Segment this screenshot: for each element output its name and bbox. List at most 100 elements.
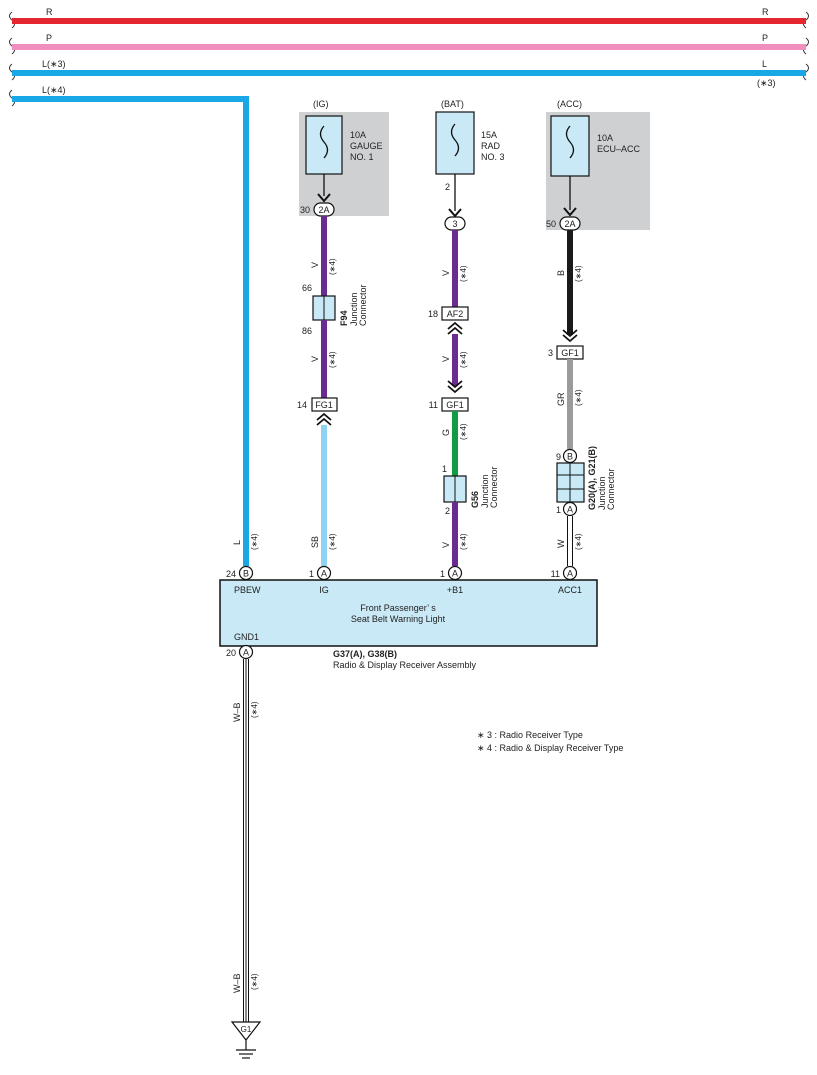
wire-code-gr: GR: [556, 392, 566, 406]
pin-a: [238, 644, 254, 660]
legend-line-1: ∗ 3 : Radio Receiver Type: [477, 730, 583, 740]
connector-chevron-icon: [447, 321, 463, 335]
wire-code-w: W: [556, 539, 566, 548]
wire-code-v: V: [441, 270, 451, 276]
conn-af2: [441, 306, 469, 321]
bus-p-left-label: P: [46, 33, 52, 43]
fuse-ig-name2: NO. 1: [350, 152, 374, 162]
pin-a: [562, 501, 578, 517]
wire-code-v: V: [310, 262, 320, 268]
conn-gf1-pin: 3: [548, 348, 553, 358]
bus-l4-left-label: L(∗4): [42, 85, 66, 95]
fuse-acc-amp: 10A: [597, 133, 613, 143]
jc-f94-label2: Connector: [358, 284, 368, 326]
fuse-ig-source: (IG): [313, 99, 329, 109]
fuse-bat-pin: 2: [445, 182, 450, 192]
jc-pin-2: 2: [445, 506, 450, 516]
jc-g20-code: G20(A), G21(B): [587, 446, 597, 510]
wire-note: (∗4): [574, 389, 583, 406]
jc-pin-1: 1: [442, 464, 447, 474]
ecu-code: G37(A), G38(B): [333, 649, 397, 659]
ecu-title-line1: Front Passenger’ s: [360, 603, 436, 613]
bus-r-left-label: R: [46, 7, 53, 17]
pin-a: [447, 565, 463, 581]
col-ig: (IG) 10A GAUGE NO. 1 2A 30 V (∗4) 66 86 …: [297, 99, 389, 566]
wire-note: (∗4): [328, 533, 337, 550]
pin-a-letter: A: [567, 505, 573, 515]
fuse-icon: [565, 125, 575, 159]
ecu-b1-label: +B1: [447, 585, 463, 595]
bus-l3-left-label: L(∗3): [42, 59, 66, 69]
fuse-bat-name1: RAD: [481, 141, 501, 151]
bus-l3-right-note: (∗3): [757, 78, 776, 88]
conn-fg1-pin: 14: [297, 400, 307, 410]
wire-note: (∗4): [459, 423, 468, 440]
conn-bat-label: 3: [452, 219, 457, 229]
conn-gf1-pin: 11: [429, 400, 438, 410]
pin-a: [562, 565, 578, 581]
wire-code-wb: W–B: [232, 702, 242, 722]
wire-note: (∗4): [250, 701, 259, 718]
connector-chevron-icon: [316, 412, 332, 426]
ecu-b1-pin: 1: [440, 569, 445, 579]
fuse-ig-amp: 10A: [350, 130, 366, 140]
radio-display-receiver: B 24 PBEW A 1 IG A 1 +B1 A 11 ACC1 Front…: [219, 565, 598, 670]
ecu-ig-pin: 1: [309, 569, 314, 579]
wire-note: (∗4): [574, 265, 583, 282]
ground-triangle-icon: [230, 1021, 262, 1041]
connector-chevron-icon: [562, 329, 578, 343]
conn-acc-label: 2A: [564, 219, 575, 229]
wire-code-b: B: [556, 270, 566, 276]
jc-g20-label2: Connector: [606, 468, 616, 510]
col-bat: (BAT) 15A RAD NO. 3 2 3 V (∗4) AF2 18 V …: [428, 99, 505, 566]
fuse-bat: [435, 111, 475, 175]
ecu-gnd-label: GND1: [234, 632, 259, 642]
jc-pin-9: 9: [556, 452, 561, 462]
ecu-acc-pin: 11: [551, 569, 560, 579]
pin-a: [316, 565, 332, 581]
fuse-bat-source: (BAT): [441, 99, 464, 109]
wire-note: (∗4): [328, 351, 337, 368]
wire-code-l: L: [232, 540, 242, 545]
ground-label: G1: [241, 1025, 252, 1034]
wire-note: (∗4): [250, 533, 259, 550]
wire-note: (∗4): [459, 533, 468, 550]
conn-af2-pin: 18: [428, 309, 438, 319]
wire-code-wb: W–B: [232, 973, 242, 993]
bus-l3-right-label: L: [762, 59, 767, 69]
fuse-ig-name1: GAUGE: [350, 141, 383, 151]
conn-ig-label: 2A: [318, 205, 329, 215]
fuse-icon: [319, 125, 329, 159]
arrow-down-icon: [448, 208, 462, 218]
jc-g56-label1: Junction: [480, 474, 490, 508]
arrow-down-icon: [317, 193, 331, 203]
col-l: L (∗4): [232, 533, 259, 550]
pin-b-letter: B: [567, 452, 573, 462]
conn-gf1-label: GF1: [561, 348, 579, 358]
conn-fg1: [311, 397, 338, 412]
arrow-down-icon: [563, 207, 577, 217]
jc-pin-66: 66: [302, 283, 312, 293]
conn-acc-pin: 50: [546, 219, 556, 229]
ecu-acc-letter: A: [567, 569, 573, 579]
legend: ∗ 3 : Radio Receiver Type ∗ 4 : Radio & …: [477, 730, 623, 753]
conn-af2-label: AF2: [447, 309, 464, 319]
fuse-bat-amp: 15A: [481, 130, 497, 140]
bus-wires: R R P P L(∗3) L (∗3) L(∗4): [9, 7, 809, 566]
wire-note: (∗4): [250, 973, 259, 990]
jc-g56-label2: Connector: [489, 466, 499, 508]
ecu-title-line2: Seat Belt Warning Light: [351, 614, 446, 624]
jc-pin-86: 86: [302, 326, 312, 336]
conn-gf1-label: GF1: [446, 400, 464, 410]
col-acc: (ACC) 10A ECU–ACC 2A 50 B (∗4) GF1 3 GR …: [546, 99, 650, 566]
wire-note: (∗4): [459, 351, 468, 368]
jc-pin-1: 1: [556, 505, 561, 515]
ecu-name: Radio & Display Receiver Assembly: [333, 660, 477, 670]
bus-r-right-label: R: [762, 7, 769, 17]
conn-ig-pin: 30: [300, 205, 310, 215]
pin-b: [238, 565, 254, 581]
ecu-pbew-letter: B: [243, 569, 249, 579]
connector-chevron-icon: [447, 380, 463, 394]
wire-code-g: G: [441, 429, 451, 436]
